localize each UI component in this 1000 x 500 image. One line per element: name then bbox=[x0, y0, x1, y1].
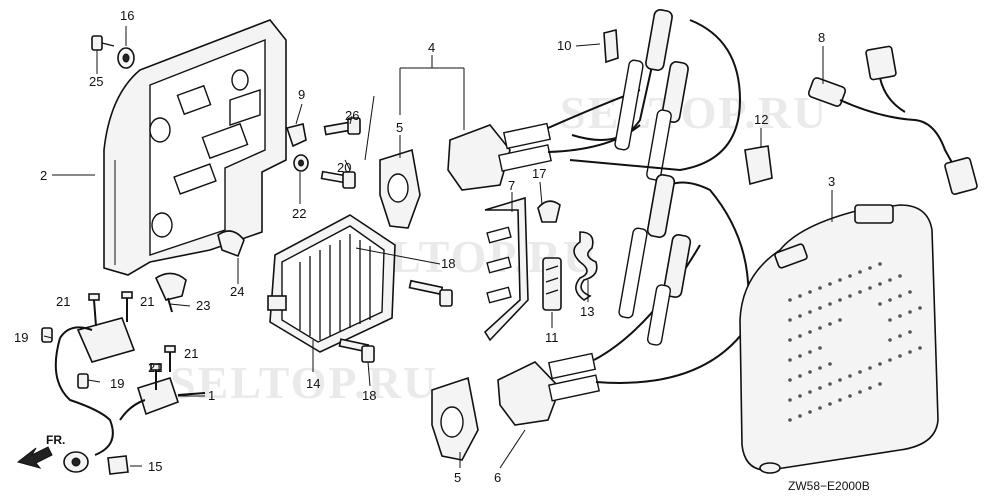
callout-1: 1 bbox=[208, 388, 215, 403]
part-6-ignition-coil bbox=[497, 181, 750, 426]
part-5-ferrite-core-lower bbox=[431, 376, 479, 461]
direction-marker: FR. bbox=[16, 433, 65, 469]
callout-19-lower: 19 bbox=[110, 376, 124, 391]
callout-3: 3 bbox=[828, 174, 835, 189]
callout-21-a: 21 bbox=[56, 294, 70, 309]
callout-5-upper: 5 bbox=[396, 120, 403, 135]
part-18-bolt-upper bbox=[408, 279, 453, 307]
vent-pattern bbox=[788, 262, 922, 422]
part-17-clip bbox=[537, 200, 561, 223]
callout-25: 25 bbox=[89, 74, 103, 89]
callout-21-d: 21 bbox=[184, 346, 198, 361]
callout-8: 8 bbox=[818, 30, 825, 45]
part-13-wire-clamp bbox=[573, 231, 598, 301]
callout-23: 23 bbox=[196, 298, 210, 313]
spark-plug-cap-lower-1 bbox=[618, 174, 676, 319]
callout-15: 15 bbox=[148, 459, 162, 474]
callout-20: 20 bbox=[337, 160, 351, 175]
callout-9: 9 bbox=[298, 87, 305, 102]
callout-26: 26 bbox=[345, 108, 359, 123]
part-18-bolt-lower bbox=[338, 338, 375, 363]
part-16-grommet bbox=[117, 47, 135, 69]
part-20-bolt bbox=[320, 170, 356, 189]
watermark: SELTOP.RU bbox=[170, 357, 438, 408]
spark-plug-cap-upper-1 bbox=[571, 9, 673, 151]
callout-14: 14 bbox=[306, 376, 320, 391]
direction-label: FR. bbox=[46, 433, 65, 447]
callouts: 16 25 2 9 26 20 22 24 4 5 7 17 18 10 8 1… bbox=[14, 8, 835, 485]
callout-10: 10 bbox=[557, 38, 571, 53]
callout-17: 17 bbox=[532, 166, 546, 181]
part-4-ignition-coil bbox=[447, 89, 641, 191]
callout-4: 4 bbox=[428, 40, 435, 55]
spark-plug-cap-lower-2 bbox=[646, 234, 692, 346]
callout-7: 7 bbox=[508, 178, 515, 193]
callout-2: 2 bbox=[40, 168, 47, 183]
part-21-screw bbox=[88, 291, 176, 390]
callout-5-lower: 5 bbox=[454, 470, 461, 485]
callout-18-upper: 18 bbox=[441, 256, 455, 271]
part-19-bolt-upper bbox=[41, 327, 53, 343]
part-2-panel bbox=[103, 19, 287, 276]
part-8-wire-harness bbox=[807, 45, 978, 195]
callout-12: 12 bbox=[754, 112, 768, 127]
callout-6: 6 bbox=[494, 470, 501, 485]
part-7-bracket bbox=[483, 196, 529, 342]
callout-11: 11 bbox=[545, 330, 559, 345]
part-14-inverter-module bbox=[267, 214, 396, 353]
watermark: SELTOP.RU bbox=[560, 87, 828, 138]
part-15-clip bbox=[107, 455, 129, 475]
part-24-clamp bbox=[217, 230, 245, 258]
part-25-screw bbox=[91, 35, 115, 51]
callout-13: 13 bbox=[580, 304, 594, 319]
part-10-clip bbox=[603, 28, 619, 64]
part-3-cover bbox=[739, 204, 939, 474]
callout-19-upper: 19 bbox=[14, 330, 28, 345]
part-12-clip bbox=[744, 145, 773, 186]
part-9-clip bbox=[285, 123, 307, 148]
callout-16: 16 bbox=[120, 8, 134, 23]
cooling-fins bbox=[299, 234, 371, 340]
part-23-cable-tie bbox=[154, 272, 187, 313]
diagram-code: ZW58−E2000B bbox=[788, 479, 870, 493]
callout-21-c: 21 bbox=[148, 360, 162, 375]
callout-24: 24 bbox=[230, 284, 244, 299]
callout-22: 22 bbox=[292, 206, 306, 221]
callout-21-b: 21 bbox=[140, 294, 154, 309]
leader-lines bbox=[43, 26, 833, 469]
callout-18-lower: 18 bbox=[362, 388, 376, 403]
part-5-ferrite-core-upper bbox=[379, 148, 421, 229]
part-11-wire-clamp bbox=[542, 257, 562, 311]
part-22-washer bbox=[293, 154, 309, 172]
spark-plug-cap-upper-2 bbox=[569, 19, 742, 181]
part-1-lower-harness bbox=[54, 317, 206, 473]
part-19-bolt-lower bbox=[77, 373, 89, 389]
